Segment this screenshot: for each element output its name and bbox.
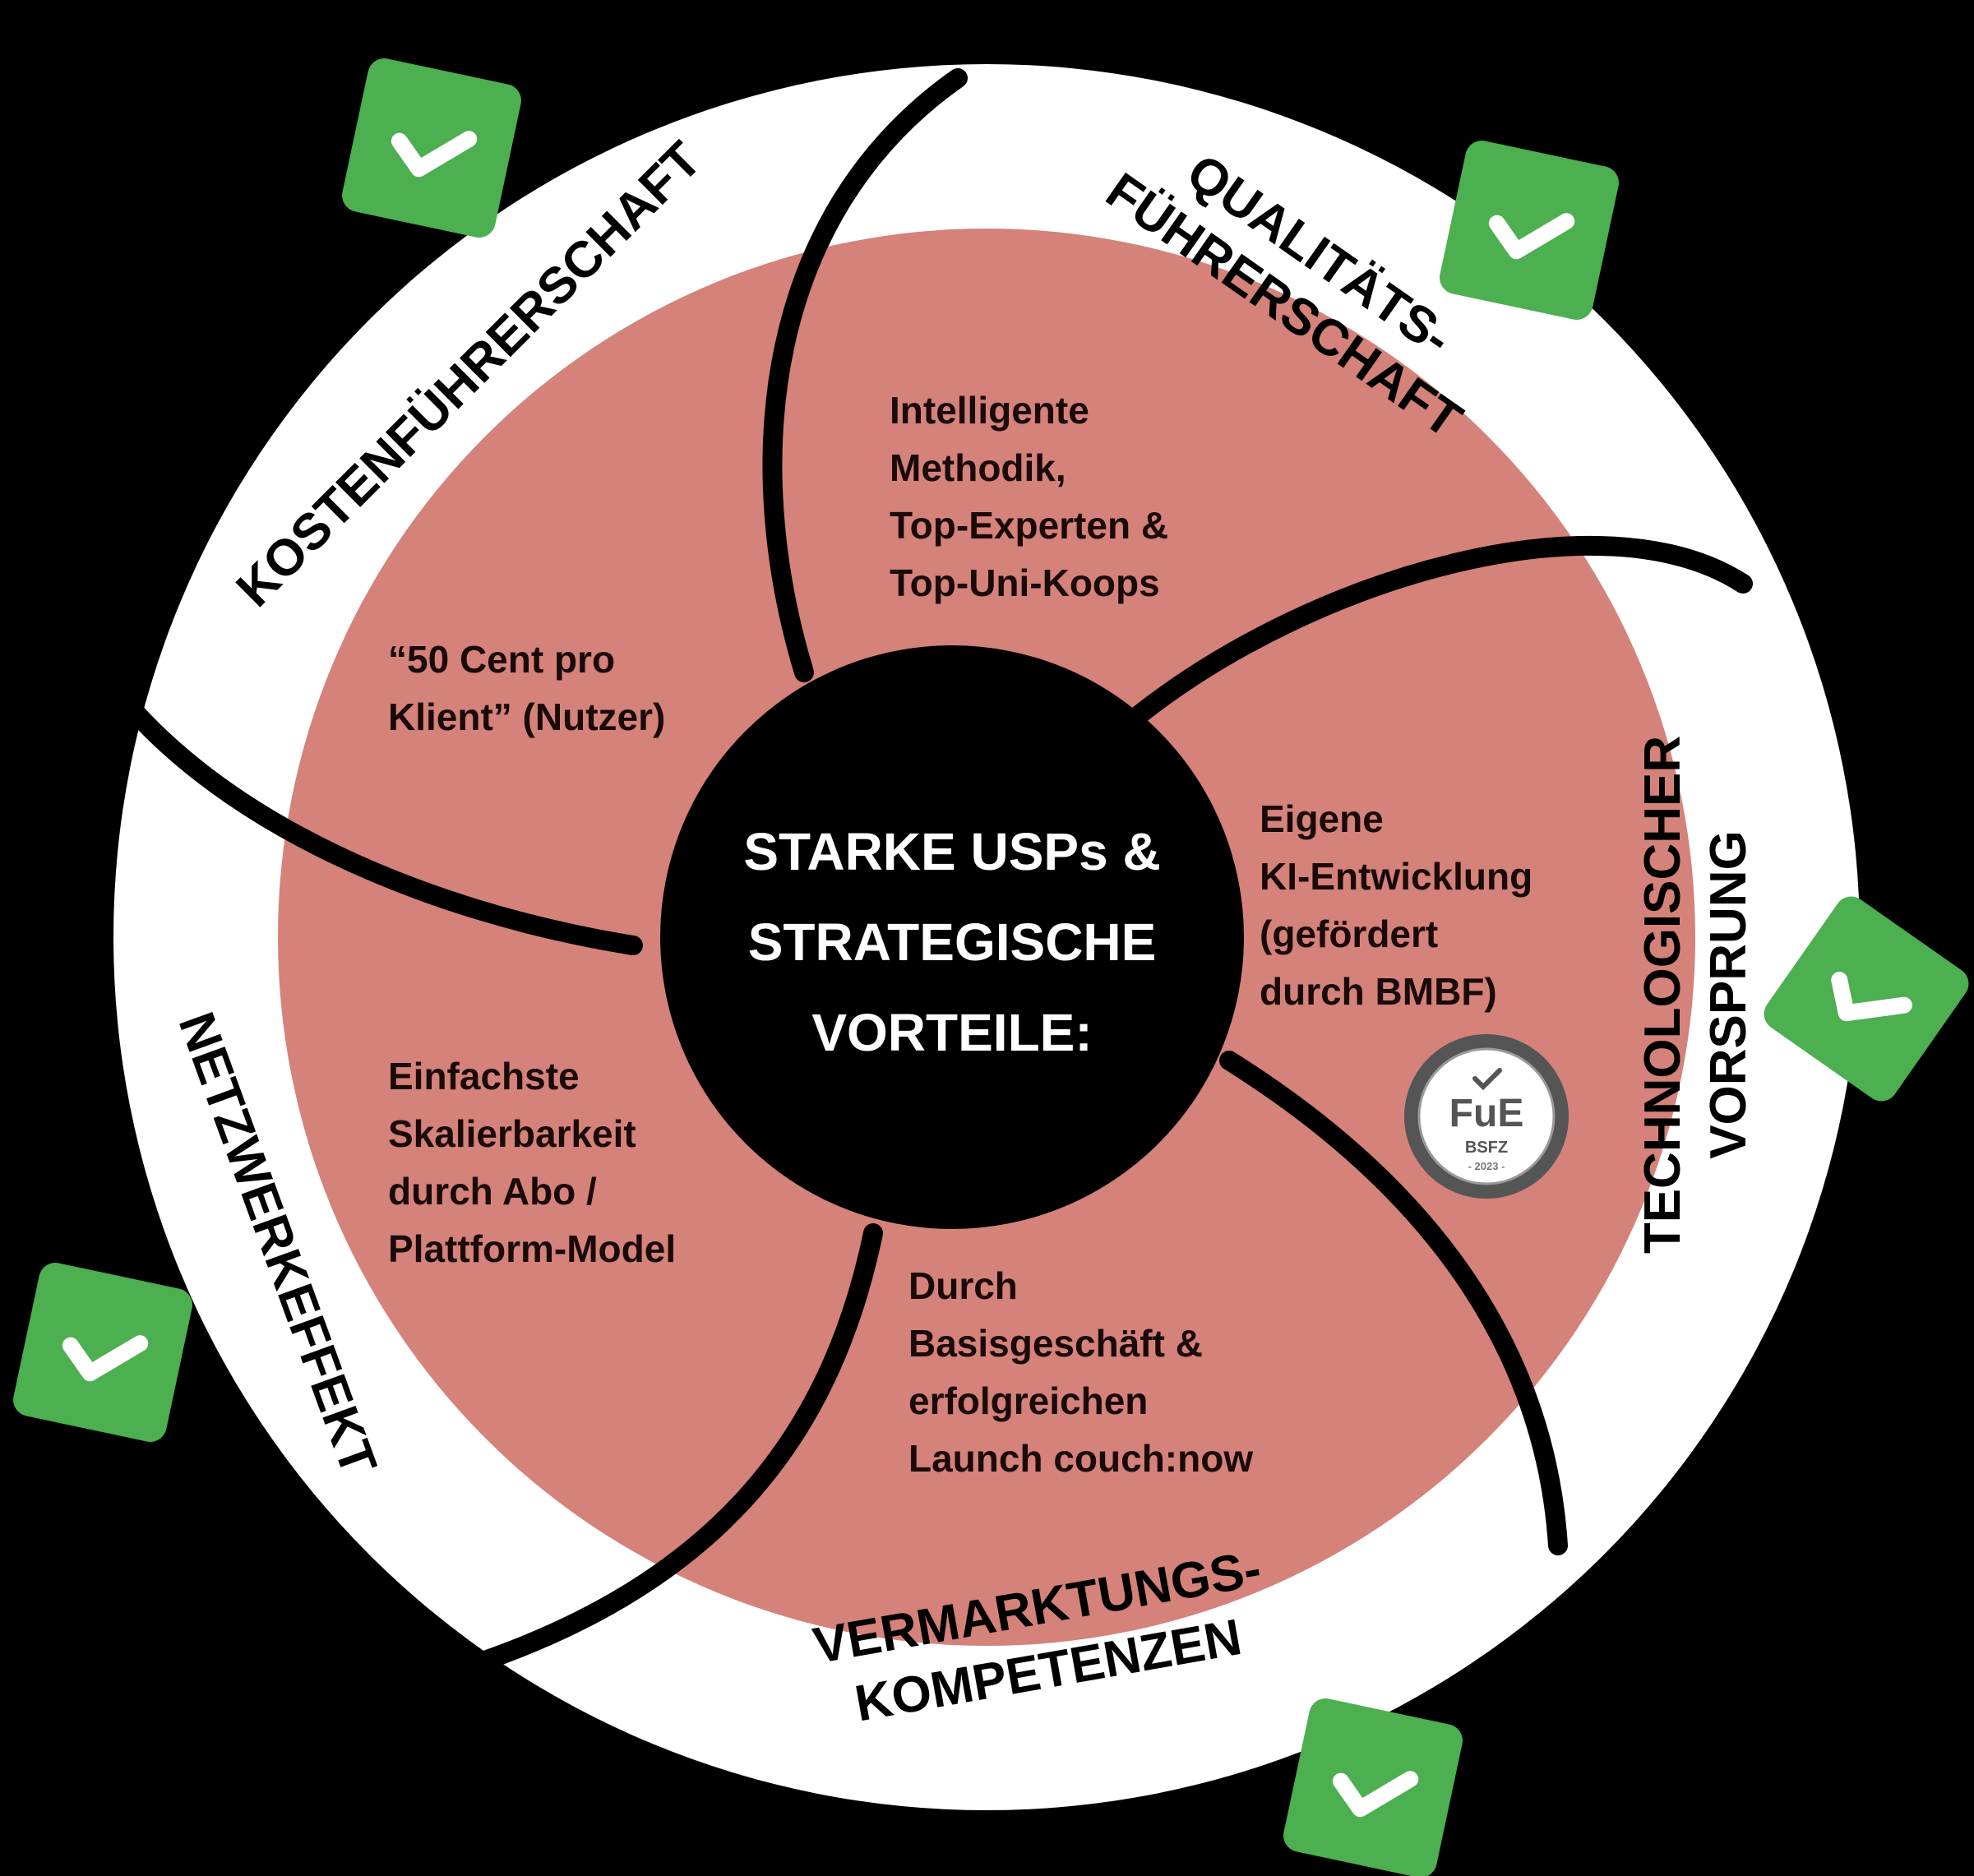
divider-top [762,68,968,682]
badge-main: FuE [1449,1092,1524,1135]
check-icon [1440,141,1619,320]
label-technologie: TECHNOLOGISCHER VORSPRUNG [1634,736,1757,1254]
inner-text-kosten: “50 Cent pro Klient” (Nutzer) [388,638,665,738]
inner-text-technologie: Eigene KI-Entwicklung (gefördert durch B… [1260,797,1533,1013]
divider-bottom-right [1219,1051,1568,1555]
qualitaet-line-3: Top-Experten & [890,504,1168,547]
inner-texts: “50 Cent pro Klient” (Nutzer) Intelligen… [388,389,1533,1480]
swirl-dividers [97,68,1753,1679]
badge-sub: BSFZ [1465,1139,1508,1157]
netzwerk-line-4: Plattform-Model [388,1227,676,1270]
center-line-3: VORTEILE: [811,1003,1092,1062]
label-technologie-2: VORSPRUNG [1700,830,1757,1159]
check-icons [13,58,1969,1876]
netzwerk-line-2: Skalierbarkeit [388,1112,636,1155]
divider-right [1129,535,1753,725]
vermarktung-line-3: erfolgreichen [908,1379,1148,1422]
netzwerk-line-1: Einfachste [388,1055,580,1097]
label-technologie-1: TECHNOLOGISCHER [1634,736,1691,1254]
technologie-line-1: Eigene [1260,797,1384,840]
check-icon [13,1263,192,1442]
center-circle [660,645,1244,1229]
check-icon [1764,896,1969,1102]
bsfz-badge-icon: FuE BSFZ - 2023 - [1404,1034,1569,1199]
qualitaet-line-1: Intelligente [890,389,1089,432]
check-icon [1283,1698,1463,1876]
inner-text-vermarktung: Durch Basisgeschäft & erfolgreichen Laun… [908,1264,1253,1480]
qualitaet-line-2: Methodik, [890,446,1066,489]
badge-year: - 2023 - [1468,1160,1505,1172]
center-line-1: STARKE USPs & [743,822,1160,881]
center-line-2: STRATEGISCHE [748,913,1157,972]
technologie-line-3: (gefördert [1260,913,1438,955]
check-icon [342,58,521,238]
inner-text-netzwerk: Einfachste Skalierbarkeit durch Abo / Pl… [388,1055,676,1270]
center-title: STARKE USPs & STRATEGISCHE VORTEILE: [743,822,1160,1062]
netzwerk-line-3: durch Abo / [388,1170,597,1213]
vermarktung-line-2: Basisgeschäft & [908,1322,1203,1365]
divider-bottom [451,1223,883,1679]
inner-text-qualitaet: Intelligente Methodik, Top-Experten & To… [890,389,1168,604]
technologie-line-2: KI-Entwicklung [1260,855,1533,898]
technologie-line-4: durch BMBF) [1260,970,1497,1013]
kosten-line-1: “50 Cent pro [388,638,615,681]
qualitaet-line-4: Top-Uni-Koops [890,561,1160,604]
kosten-line-2: Klient” (Nutzer) [388,695,665,738]
vermarktung-line-4: Launch couch:now [908,1437,1253,1480]
divider-left [97,668,643,955]
vermarktung-line-1: Durch [908,1264,1018,1307]
